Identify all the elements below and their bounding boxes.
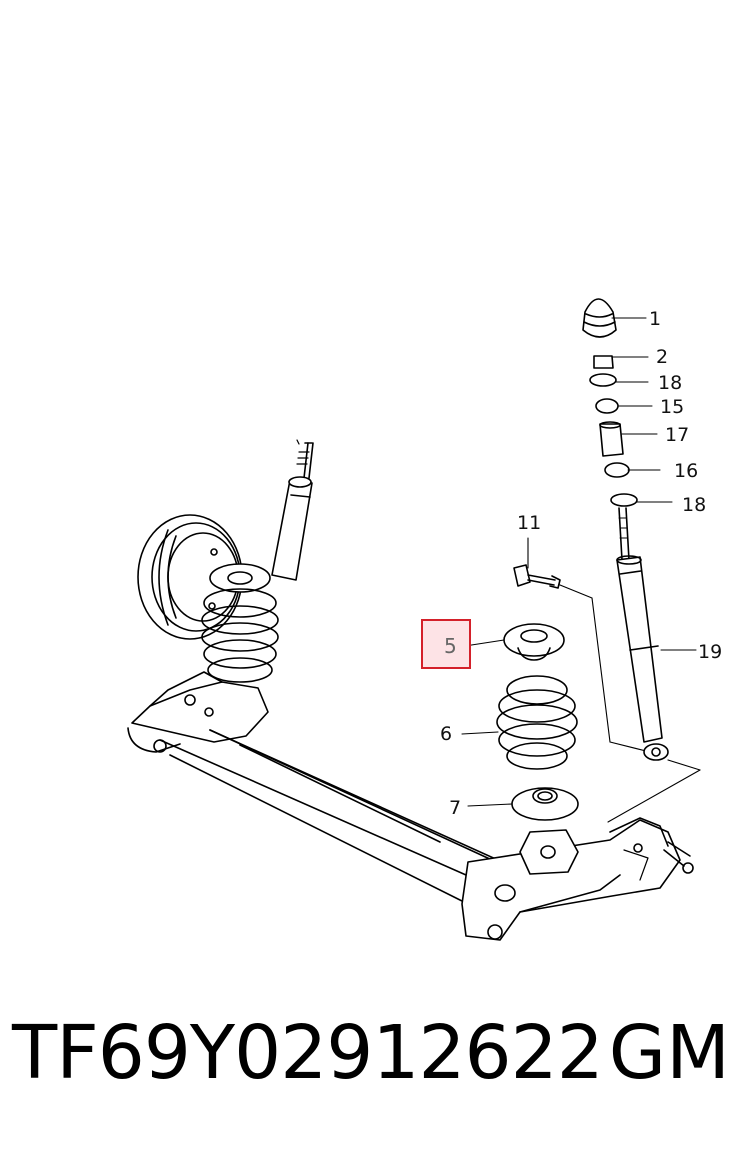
- callout-17[interactable]: 17: [665, 424, 690, 446]
- lower-spring-seat: [511, 787, 579, 821]
- callout-11[interactable]: 11: [517, 512, 542, 534]
- rear-axle-beam: [127, 671, 694, 941]
- left-coil-spring: [201, 563, 279, 683]
- highlighted-part-box[interactable]: [421, 619, 471, 669]
- callout-18-lower[interactable]: 18: [682, 494, 707, 516]
- brand-label: GM: [608, 1010, 730, 1096]
- leader-lines: [461, 317, 697, 807]
- part-number-footer: TF69Y02912622 GM: [12, 1016, 730, 1116]
- callout-7[interactable]: 7: [449, 797, 462, 819]
- callout-6[interactable]: 6: [440, 723, 453, 745]
- right-coil-spring: [496, 675, 578, 770]
- mounting-bolt: [513, 564, 651, 753]
- callout-5[interactable]: 5: [444, 634, 457, 658]
- right-shock-stack: [582, 298, 701, 823]
- callout-19[interactable]: 19: [698, 641, 723, 663]
- callout-15[interactable]: 15: [660, 396, 685, 418]
- callout-18-upper[interactable]: 18: [658, 372, 683, 394]
- callout-2[interactable]: 2: [656, 346, 669, 368]
- callout-16[interactable]: 16: [674, 460, 699, 482]
- part-number: TF69Y02912622: [12, 1010, 604, 1096]
- left-shock-absorber: [271, 439, 314, 581]
- upper-spring-seat: [503, 623, 565, 661]
- callout-1[interactable]: 1: [649, 308, 662, 330]
